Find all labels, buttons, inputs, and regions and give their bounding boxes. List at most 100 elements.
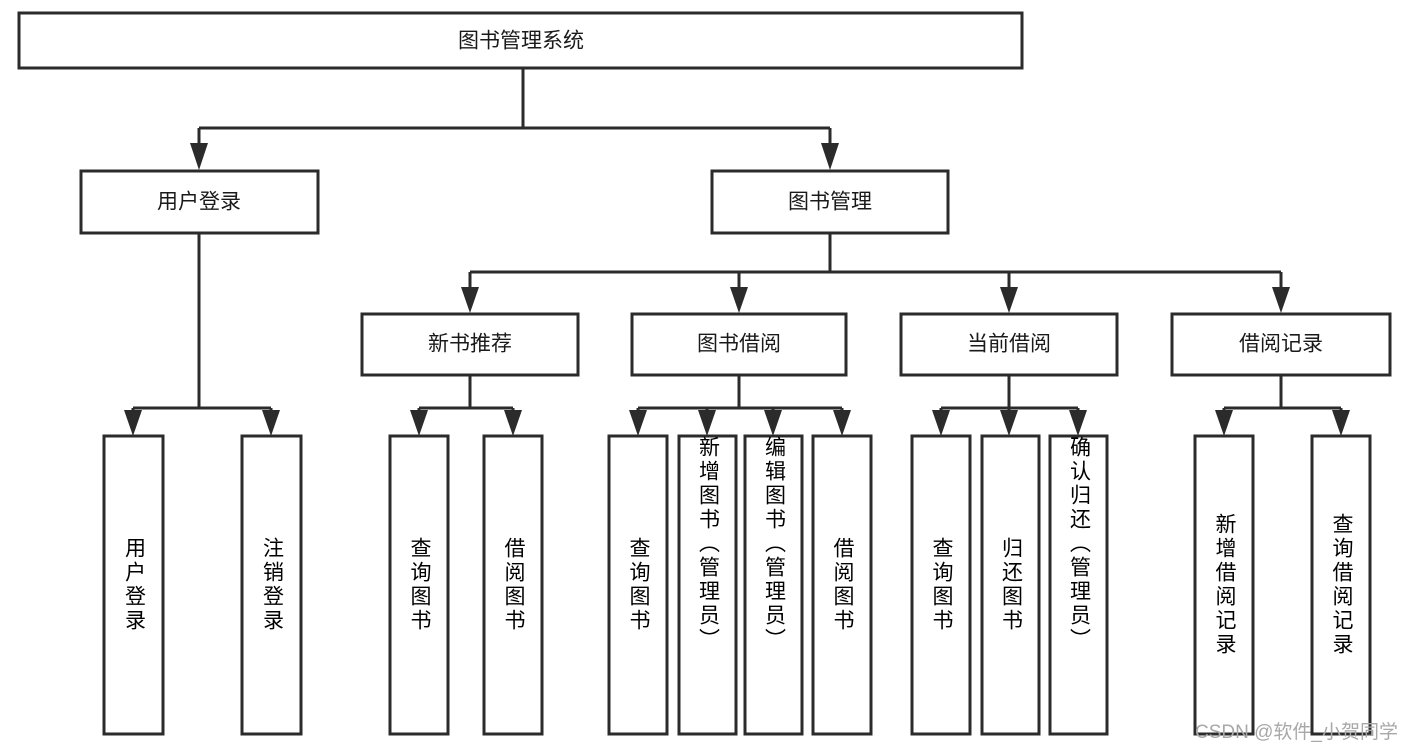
leaf-borrow-book-2-label: 借阅图书 bbox=[831, 537, 854, 633]
arrow-head-leaf-edit-book bbox=[764, 410, 782, 436]
leaf-edit-book-label: 编辑图书（管理员） bbox=[762, 436, 786, 652]
leaf-query-book-3-label-wrap: 查询图书 bbox=[930, 537, 953, 633]
connector-group-book-management bbox=[461, 233, 1290, 313]
leaf-logout-login-box[interactable] bbox=[240, 434, 303, 736]
node-book-management[interactable]: 图书管理 bbox=[710, 169, 950, 235]
node-book-borrow-box[interactable] bbox=[630, 312, 848, 377]
leaf-return-book-label: 归还图书 bbox=[999, 537, 1023, 633]
node-borrow-record-box[interactable] bbox=[1170, 312, 1392, 377]
leaf-query-book-2-box[interactable] bbox=[607, 434, 669, 736]
leaf-user-login-box[interactable] bbox=[102, 434, 165, 736]
leaf-add-book[interactable]: 新增图书（管理员） bbox=[677, 434, 738, 736]
leaf-query-book-1-label-wrap: 查询图书 bbox=[408, 537, 431, 633]
leaf-borrow-book-1-label-wrap: 借阅图书 bbox=[502, 537, 525, 633]
leaf-confirm-return-label-wrap: 确认归还（管理员） bbox=[1067, 436, 1091, 652]
leaf-return-book[interactable]: 归还图书 bbox=[980, 434, 1041, 736]
leaf-user-login-label: 用户登录 bbox=[122, 537, 146, 633]
leaf-return-book-box[interactable] bbox=[980, 434, 1041, 736]
node-borrow-record[interactable]: 借阅记录 bbox=[1170, 312, 1392, 377]
node-book-management-box[interactable] bbox=[710, 169, 950, 235]
connector-group-root bbox=[190, 68, 839, 170]
arrow-head-leaf-query-book-2 bbox=[629, 410, 647, 436]
node-root-label: 图书管理系统 bbox=[458, 30, 584, 53]
leaf-logout-login-label: 注销登录 bbox=[260, 537, 284, 633]
leaf-logout-login[interactable]: 注销登录 bbox=[240, 434, 303, 736]
leaf-borrow-book-1-label: 借阅图书 bbox=[502, 537, 525, 633]
arrow-head-borrow-record bbox=[1272, 287, 1290, 313]
arrow-head-leaf-logout-login bbox=[262, 410, 280, 436]
arrow-head-user-login bbox=[190, 143, 208, 170]
arrow-head-leaf-add-book bbox=[698, 410, 716, 436]
leaf-add-record-label: 新增借阅记录 bbox=[1213, 513, 1236, 657]
leaf-user-login-label-wrap: 用户登录 bbox=[122, 537, 146, 633]
leaf-query-record[interactable]: 查询借阅记录 bbox=[1310, 434, 1372, 736]
leaf-query-record-label-wrap: 查询借阅记录 bbox=[1330, 513, 1353, 657]
leaf-edit-book-label-wrap: 编辑图书（管理员） bbox=[762, 436, 786, 652]
leaf-query-book-1-box[interactable] bbox=[388, 434, 450, 736]
csdn-watermark: CSDN @软件_小贺同学 bbox=[1195, 721, 1398, 743]
leaf-logout-login-label-wrap: 注销登录 bbox=[260, 537, 284, 633]
node-user-login-label: 用户登录 bbox=[157, 191, 241, 214]
leaf-add-book-label: 新增图书（管理员） bbox=[696, 436, 720, 652]
node-user-login-box[interactable] bbox=[79, 169, 320, 235]
node-root[interactable]: 图书管理系统 bbox=[17, 11, 1024, 70]
connector-group-book-borrow bbox=[629, 375, 851, 436]
leaf-return-book-label-wrap: 归还图书 bbox=[999, 537, 1023, 633]
arrow-head-leaf-borrow-book-1 bbox=[504, 410, 522, 436]
leaf-edit-book-box[interactable] bbox=[743, 434, 804, 736]
leaf-query-record-box[interactable] bbox=[1310, 434, 1372, 736]
arrow-head-leaf-borrow-book-2 bbox=[833, 410, 851, 436]
arrow-head-leaf-user-login bbox=[124, 410, 142, 436]
connector-group-user-login bbox=[124, 233, 280, 436]
leaf-add-record[interactable]: 新增借阅记录 bbox=[1193, 434, 1255, 736]
leaf-borrow-book-1-box[interactable] bbox=[482, 434, 544, 736]
leaf-query-book-1-label: 查询图书 bbox=[408, 537, 431, 633]
arrow-head-leaf-confirm-return bbox=[1069, 410, 1087, 436]
leaf-query-book-1[interactable]: 查询图书 bbox=[388, 434, 450, 736]
leaf-query-book-3-box[interactable] bbox=[910, 434, 972, 736]
leaf-borrow-book-2-label-wrap: 借阅图书 bbox=[831, 537, 854, 633]
arrow-head-leaf-query-book-1 bbox=[410, 410, 428, 436]
node-book-management-label: 图书管理 bbox=[788, 191, 872, 214]
leaf-query-book-2[interactable]: 查询图书 bbox=[607, 434, 669, 736]
leaf-user-login[interactable]: 用户登录 bbox=[102, 434, 165, 736]
leaf-borrow-book-2-box[interactable] bbox=[811, 434, 873, 736]
leaf-add-book-box[interactable] bbox=[677, 434, 738, 736]
leaf-confirm-return-label: 确认归还（管理员） bbox=[1067, 436, 1091, 652]
node-current-borrow[interactable]: 当前借阅 bbox=[899, 312, 1119, 377]
arrow-head-leaf-query-book-3 bbox=[932, 410, 950, 436]
arrow-head-book-borrow bbox=[730, 287, 748, 313]
leaf-borrow-book-2[interactable]: 借阅图书 bbox=[811, 434, 873, 736]
connector-group-current-borrow bbox=[932, 375, 1087, 436]
leaf-confirm-return-box[interactable] bbox=[1048, 434, 1109, 736]
leaf-edit-book[interactable]: 编辑图书（管理员） bbox=[743, 434, 804, 736]
arrow-head-leaf-query-record bbox=[1332, 410, 1350, 436]
arrow-head-leaf-return-book bbox=[1000, 410, 1018, 436]
leaf-add-record-box[interactable] bbox=[1193, 434, 1255, 736]
node-new-book-recommend[interactable]: 新书推荐 bbox=[360, 312, 580, 377]
leaf-query-record-label: 查询借阅记录 bbox=[1330, 513, 1353, 657]
node-borrow-record-label: 借阅记录 bbox=[1239, 333, 1323, 356]
arrow-head-leaf-add-record bbox=[1215, 410, 1233, 436]
leaf-confirm-return[interactable]: 确认归还（管理员） bbox=[1048, 434, 1109, 736]
connector-group-new-book-recommend bbox=[410, 375, 522, 436]
node-new-book-recommend-label: 新书推荐 bbox=[428, 333, 512, 356]
node-current-borrow-box[interactable] bbox=[899, 312, 1119, 377]
node-root-box[interactable] bbox=[17, 11, 1024, 70]
node-book-borrow-label: 图书借阅 bbox=[697, 333, 781, 356]
node-book-borrow[interactable]: 图书借阅 bbox=[630, 312, 848, 377]
leaf-add-book-label-wrap: 新增图书（管理员） bbox=[696, 436, 720, 652]
connector-group-borrow-record bbox=[1215, 375, 1350, 436]
arrow-head-current-borrow bbox=[1000, 287, 1018, 313]
arrow-head-new-book-recommend bbox=[461, 287, 479, 313]
leaf-query-book-2-label-wrap: 查询图书 bbox=[627, 537, 650, 633]
leaf-query-book-3[interactable]: 查询图书 bbox=[910, 434, 972, 736]
leaf-query-book-2-label: 查询图书 bbox=[627, 537, 650, 633]
node-new-book-recommend-box[interactable] bbox=[360, 312, 580, 377]
node-user-login[interactable]: 用户登录 bbox=[79, 169, 320, 235]
arrow-head-book-management bbox=[821, 143, 839, 170]
node-current-borrow-label: 当前借阅 bbox=[967, 333, 1051, 356]
leaf-borrow-book-1[interactable]: 借阅图书 bbox=[482, 434, 544, 736]
